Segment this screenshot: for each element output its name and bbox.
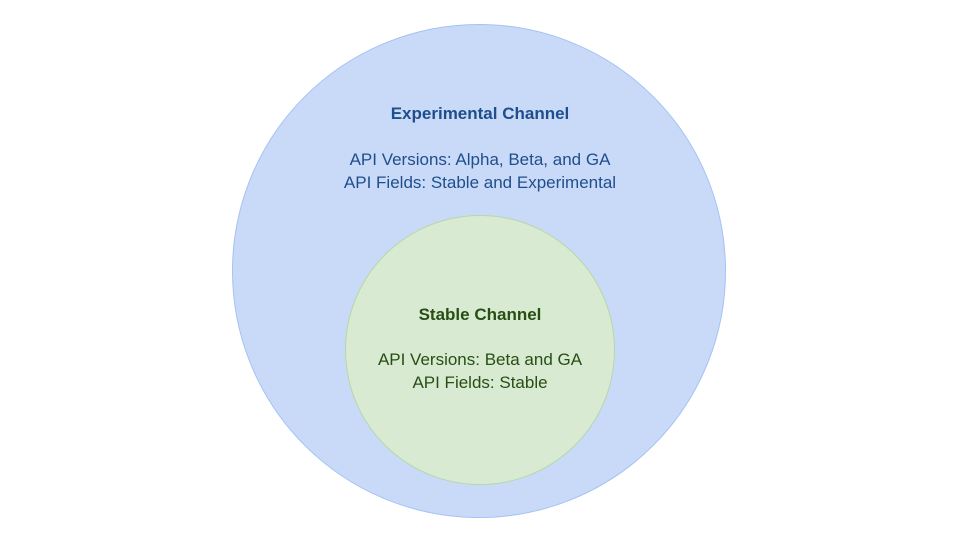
experimental-channel-api-versions: API Versions: Alpha, Beta, and GA (349, 150, 611, 169)
stable-channel-title: Stable Channel (418, 305, 542, 324)
stable-channel-api-fields: API Fields: Stable (412, 373, 548, 392)
stable-channel-api-versions: API Versions: Beta and GA (377, 350, 583, 369)
experimental-channel-api-fields: API Fields: Stable and Experimental (343, 173, 617, 192)
stable-channel-circle (345, 215, 615, 485)
experimental-channel-title: Experimental Channel (390, 104, 570, 123)
